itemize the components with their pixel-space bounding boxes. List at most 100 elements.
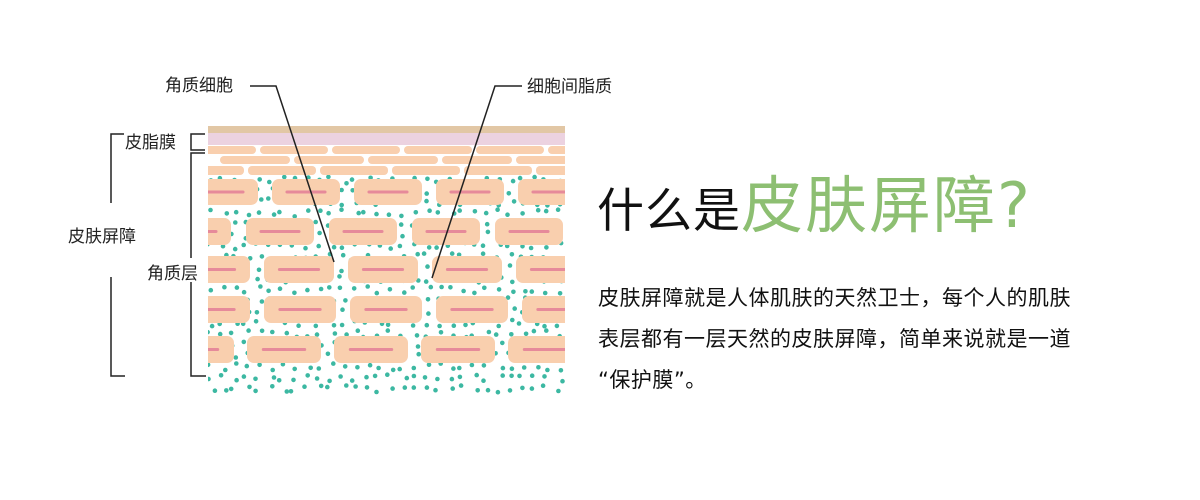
lipid-dot bbox=[368, 175, 373, 181]
lipid-dot bbox=[365, 284, 371, 289]
lipid-dot bbox=[424, 322, 430, 328]
lipid-dot bbox=[253, 376, 258, 382]
lipid-dot bbox=[485, 387, 491, 393]
lipid-dot bbox=[339, 268, 344, 274]
flat-cell bbox=[332, 146, 400, 154]
lipid-dot bbox=[475, 388, 481, 393]
flat-cell bbox=[536, 166, 565, 175]
lipid-dot bbox=[457, 208, 463, 213]
lipid-dot bbox=[253, 388, 258, 394]
lipid-dot bbox=[349, 378, 355, 383]
lipid-dot bbox=[374, 290, 380, 296]
flat-cell bbox=[404, 146, 472, 154]
lipid-dot bbox=[521, 365, 527, 370]
skin-barrier-bracket-bottom bbox=[110, 277, 125, 377]
lipid-dot bbox=[308, 365, 314, 371]
lipid-dot bbox=[449, 376, 455, 382]
sebum-film-band bbox=[208, 133, 565, 145]
title-prefix: 什么是 bbox=[597, 184, 741, 239]
description: 皮肤屏障就是人体肌肤的天然卫士，每个人的肌肤 表层都有一层天然的皮肤屏障，简单来… bbox=[598, 278, 1198, 401]
lipid-dot bbox=[372, 373, 378, 379]
lipid-dot bbox=[451, 366, 456, 371]
lipid-dot bbox=[511, 289, 516, 295]
lipid-dot bbox=[318, 286, 324, 292]
lipid-dot bbox=[411, 373, 417, 379]
lipid-dot bbox=[305, 373, 311, 378]
lipid-dot bbox=[428, 284, 434, 290]
lipid-dot bbox=[463, 322, 468, 328]
lipid-dot bbox=[349, 177, 355, 182]
lipid-dot bbox=[387, 287, 393, 292]
lipid-dot bbox=[438, 330, 444, 335]
lipid-dot bbox=[385, 372, 390, 378]
lipid-dot bbox=[361, 209, 366, 215]
lipid-dot bbox=[259, 254, 265, 259]
lipid-dot bbox=[337, 285, 343, 291]
lipid-dot bbox=[456, 252, 462, 258]
lipid-dot bbox=[364, 385, 370, 390]
lipid-dot bbox=[509, 373, 514, 379]
lipid-dot bbox=[325, 384, 330, 390]
description-line-3: “保护膜”。 bbox=[598, 368, 707, 392]
lipid-dot bbox=[517, 175, 523, 181]
lipid-dot bbox=[340, 307, 345, 313]
lipid-dot bbox=[493, 332, 499, 337]
lipid-dot bbox=[339, 202, 345, 208]
lipid-dot bbox=[474, 372, 480, 378]
lipid-dot bbox=[386, 212, 392, 217]
lipid-callout-line bbox=[431, 85, 522, 279]
lipid-dot bbox=[282, 174, 287, 180]
flat-cell bbox=[516, 156, 565, 164]
lipid-dot bbox=[496, 287, 502, 292]
lipid-dot bbox=[340, 252, 346, 258]
lipid-dot bbox=[516, 321, 522, 326]
lipid-dot bbox=[509, 366, 515, 372]
lipid-dot bbox=[520, 385, 525, 391]
lipid-dot bbox=[385, 322, 391, 328]
lipid-dot bbox=[411, 365, 417, 371]
lipid-dot bbox=[355, 365, 360, 370]
lipid-dot bbox=[342, 364, 348, 369]
lipid-dot bbox=[224, 388, 229, 393]
lipid-dot bbox=[241, 374, 247, 379]
lipid-dot bbox=[255, 276, 260, 282]
lipid-dot bbox=[402, 385, 408, 390]
brackets bbox=[110, 133, 206, 377]
lipid-dot bbox=[355, 328, 361, 334]
lipid-dot bbox=[520, 244, 525, 249]
lipid-dot bbox=[270, 329, 275, 335]
lipid-dot bbox=[557, 291, 563, 296]
stratum-corneum-bracket-bottom bbox=[190, 282, 206, 377]
lipid-dot bbox=[266, 288, 271, 294]
lipid-dot bbox=[457, 374, 463, 380]
lipid-dot bbox=[208, 207, 213, 213]
lipid-dot bbox=[327, 378, 332, 384]
lipid-dot bbox=[280, 361, 286, 367]
flat-cell bbox=[208, 146, 256, 154]
lipid-dot bbox=[480, 243, 486, 248]
lipid-dot bbox=[427, 208, 432, 213]
lipid-dot bbox=[555, 207, 561, 212]
lipid-dot bbox=[259, 197, 264, 202]
lipid-dot bbox=[423, 279, 429, 284]
lipid-dot bbox=[313, 323, 319, 329]
lipid-dot bbox=[510, 317, 515, 323]
lipid-dot bbox=[234, 377, 239, 383]
lipid-dot bbox=[560, 378, 565, 384]
stratum-corneum-label: 角质层 bbox=[147, 264, 198, 284]
corneocyte-cell bbox=[208, 218, 231, 245]
lipid-dot bbox=[288, 389, 294, 394]
lipid-dot bbox=[318, 208, 323, 213]
lipid-dot bbox=[425, 264, 430, 269]
callout-lines bbox=[250, 85, 522, 279]
description-line-1: 皮肤屏障就是人体肌肤的天然卫士，每个人的肌肤 bbox=[598, 286, 1071, 310]
lipid-dot bbox=[480, 251, 486, 256]
corneocyte-callout-line bbox=[250, 85, 335, 263]
lipid-dot bbox=[271, 375, 277, 380]
lipid-dot bbox=[277, 209, 282, 215]
lipid-dot bbox=[426, 245, 432, 250]
lipid-dot bbox=[208, 376, 211, 382]
lipid-dot bbox=[337, 274, 342, 279]
lipid-dot bbox=[421, 251, 427, 256]
sebum-film-bracket bbox=[190, 133, 205, 151]
